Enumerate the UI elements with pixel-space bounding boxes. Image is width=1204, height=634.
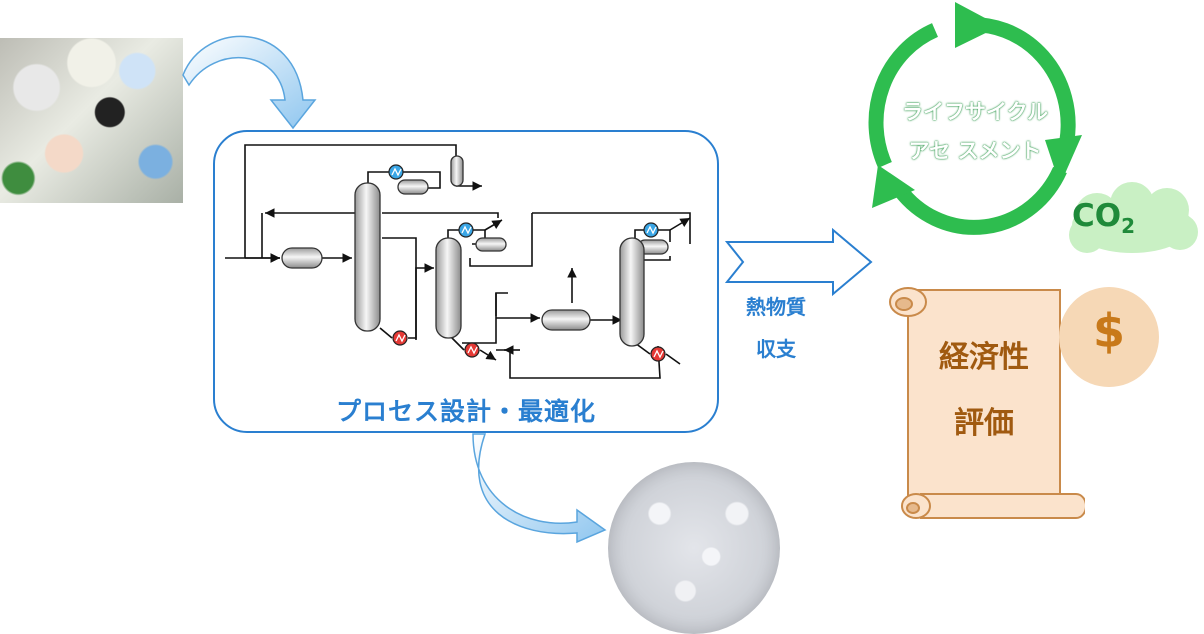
balance-label-line1: 熱物質 xyxy=(746,295,806,319)
balance-label-line2: 収支 xyxy=(756,337,796,361)
process-title: プロセス設計・最適化 xyxy=(335,397,596,426)
balance-arrow xyxy=(724,228,873,297)
input-arrow xyxy=(182,35,317,130)
economic-label-line1: 経済性 xyxy=(939,340,1029,375)
lca-label-line1: ライフサイクル xyxy=(902,100,1048,124)
co2-label: CO2 xyxy=(1072,198,1136,239)
waste-plastic-image xyxy=(0,38,183,203)
process-flow-diagram xyxy=(225,144,691,379)
lca-cycle-icon xyxy=(868,2,1082,235)
co2-cloud-icon xyxy=(1069,182,1198,253)
recycled-pellets-image xyxy=(608,462,780,634)
economic-scroll-icon xyxy=(889,287,1085,519)
dollar-icon xyxy=(1059,287,1159,387)
output-arrow xyxy=(472,433,607,544)
economic-label-line2: 評価 xyxy=(954,406,1014,441)
lca-label-line2: アセ スメント xyxy=(908,139,1042,163)
dollar-symbol: $ xyxy=(1092,304,1125,358)
